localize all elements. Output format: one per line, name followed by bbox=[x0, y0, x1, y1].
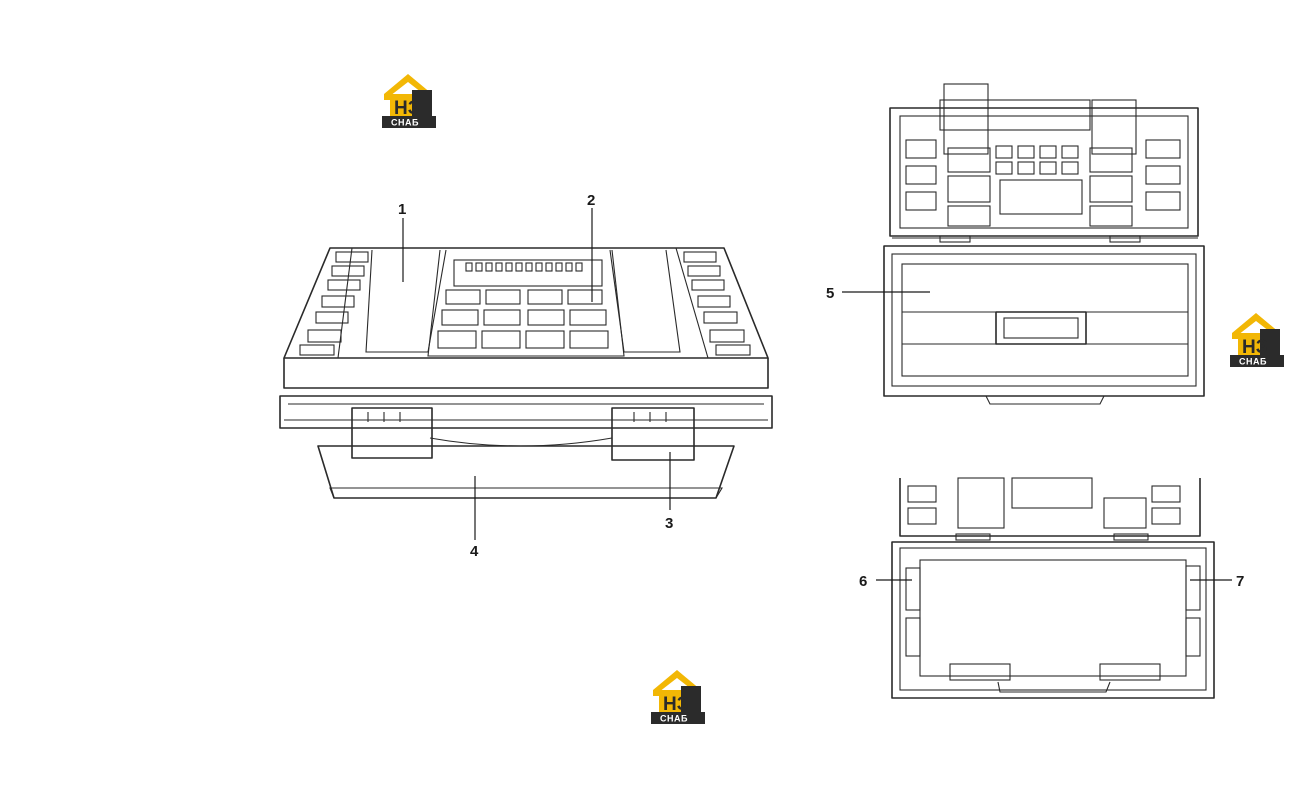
logo-top-text: НЗ bbox=[1242, 337, 1268, 358]
brand-logo-top: НЗ СНАБ bbox=[382, 74, 436, 128]
callout-leaders-closed bbox=[402, 208, 671, 540]
callout-1: 1 bbox=[398, 201, 406, 218]
brand-logo-right: НЗ СНАБ bbox=[1230, 313, 1284, 367]
logo-bottom-text: СНАБ bbox=[391, 118, 419, 128]
logo-top-text: НЗ bbox=[394, 98, 420, 119]
open-toolbox-with-tray-illustration bbox=[883, 83, 1205, 405]
brand-logo-bottom: НЗ СНАБ bbox=[651, 670, 705, 724]
callout-6: 6 bbox=[859, 573, 867, 590]
callout-3: 3 bbox=[665, 515, 673, 532]
callout-5: 5 bbox=[826, 285, 834, 302]
open-toolbox-empty-illustration bbox=[891, 477, 1215, 699]
logo-top-text: НЗ bbox=[663, 694, 689, 715]
logo-bottom-text: СНАБ bbox=[1239, 357, 1267, 367]
closed-toolbox-illustration bbox=[279, 247, 773, 499]
callout-4: 4 bbox=[470, 543, 479, 560]
logo-bottom-text: СНАБ bbox=[660, 714, 688, 724]
callout-2: 2 bbox=[587, 192, 595, 209]
callout-7: 7 bbox=[1236, 573, 1244, 590]
